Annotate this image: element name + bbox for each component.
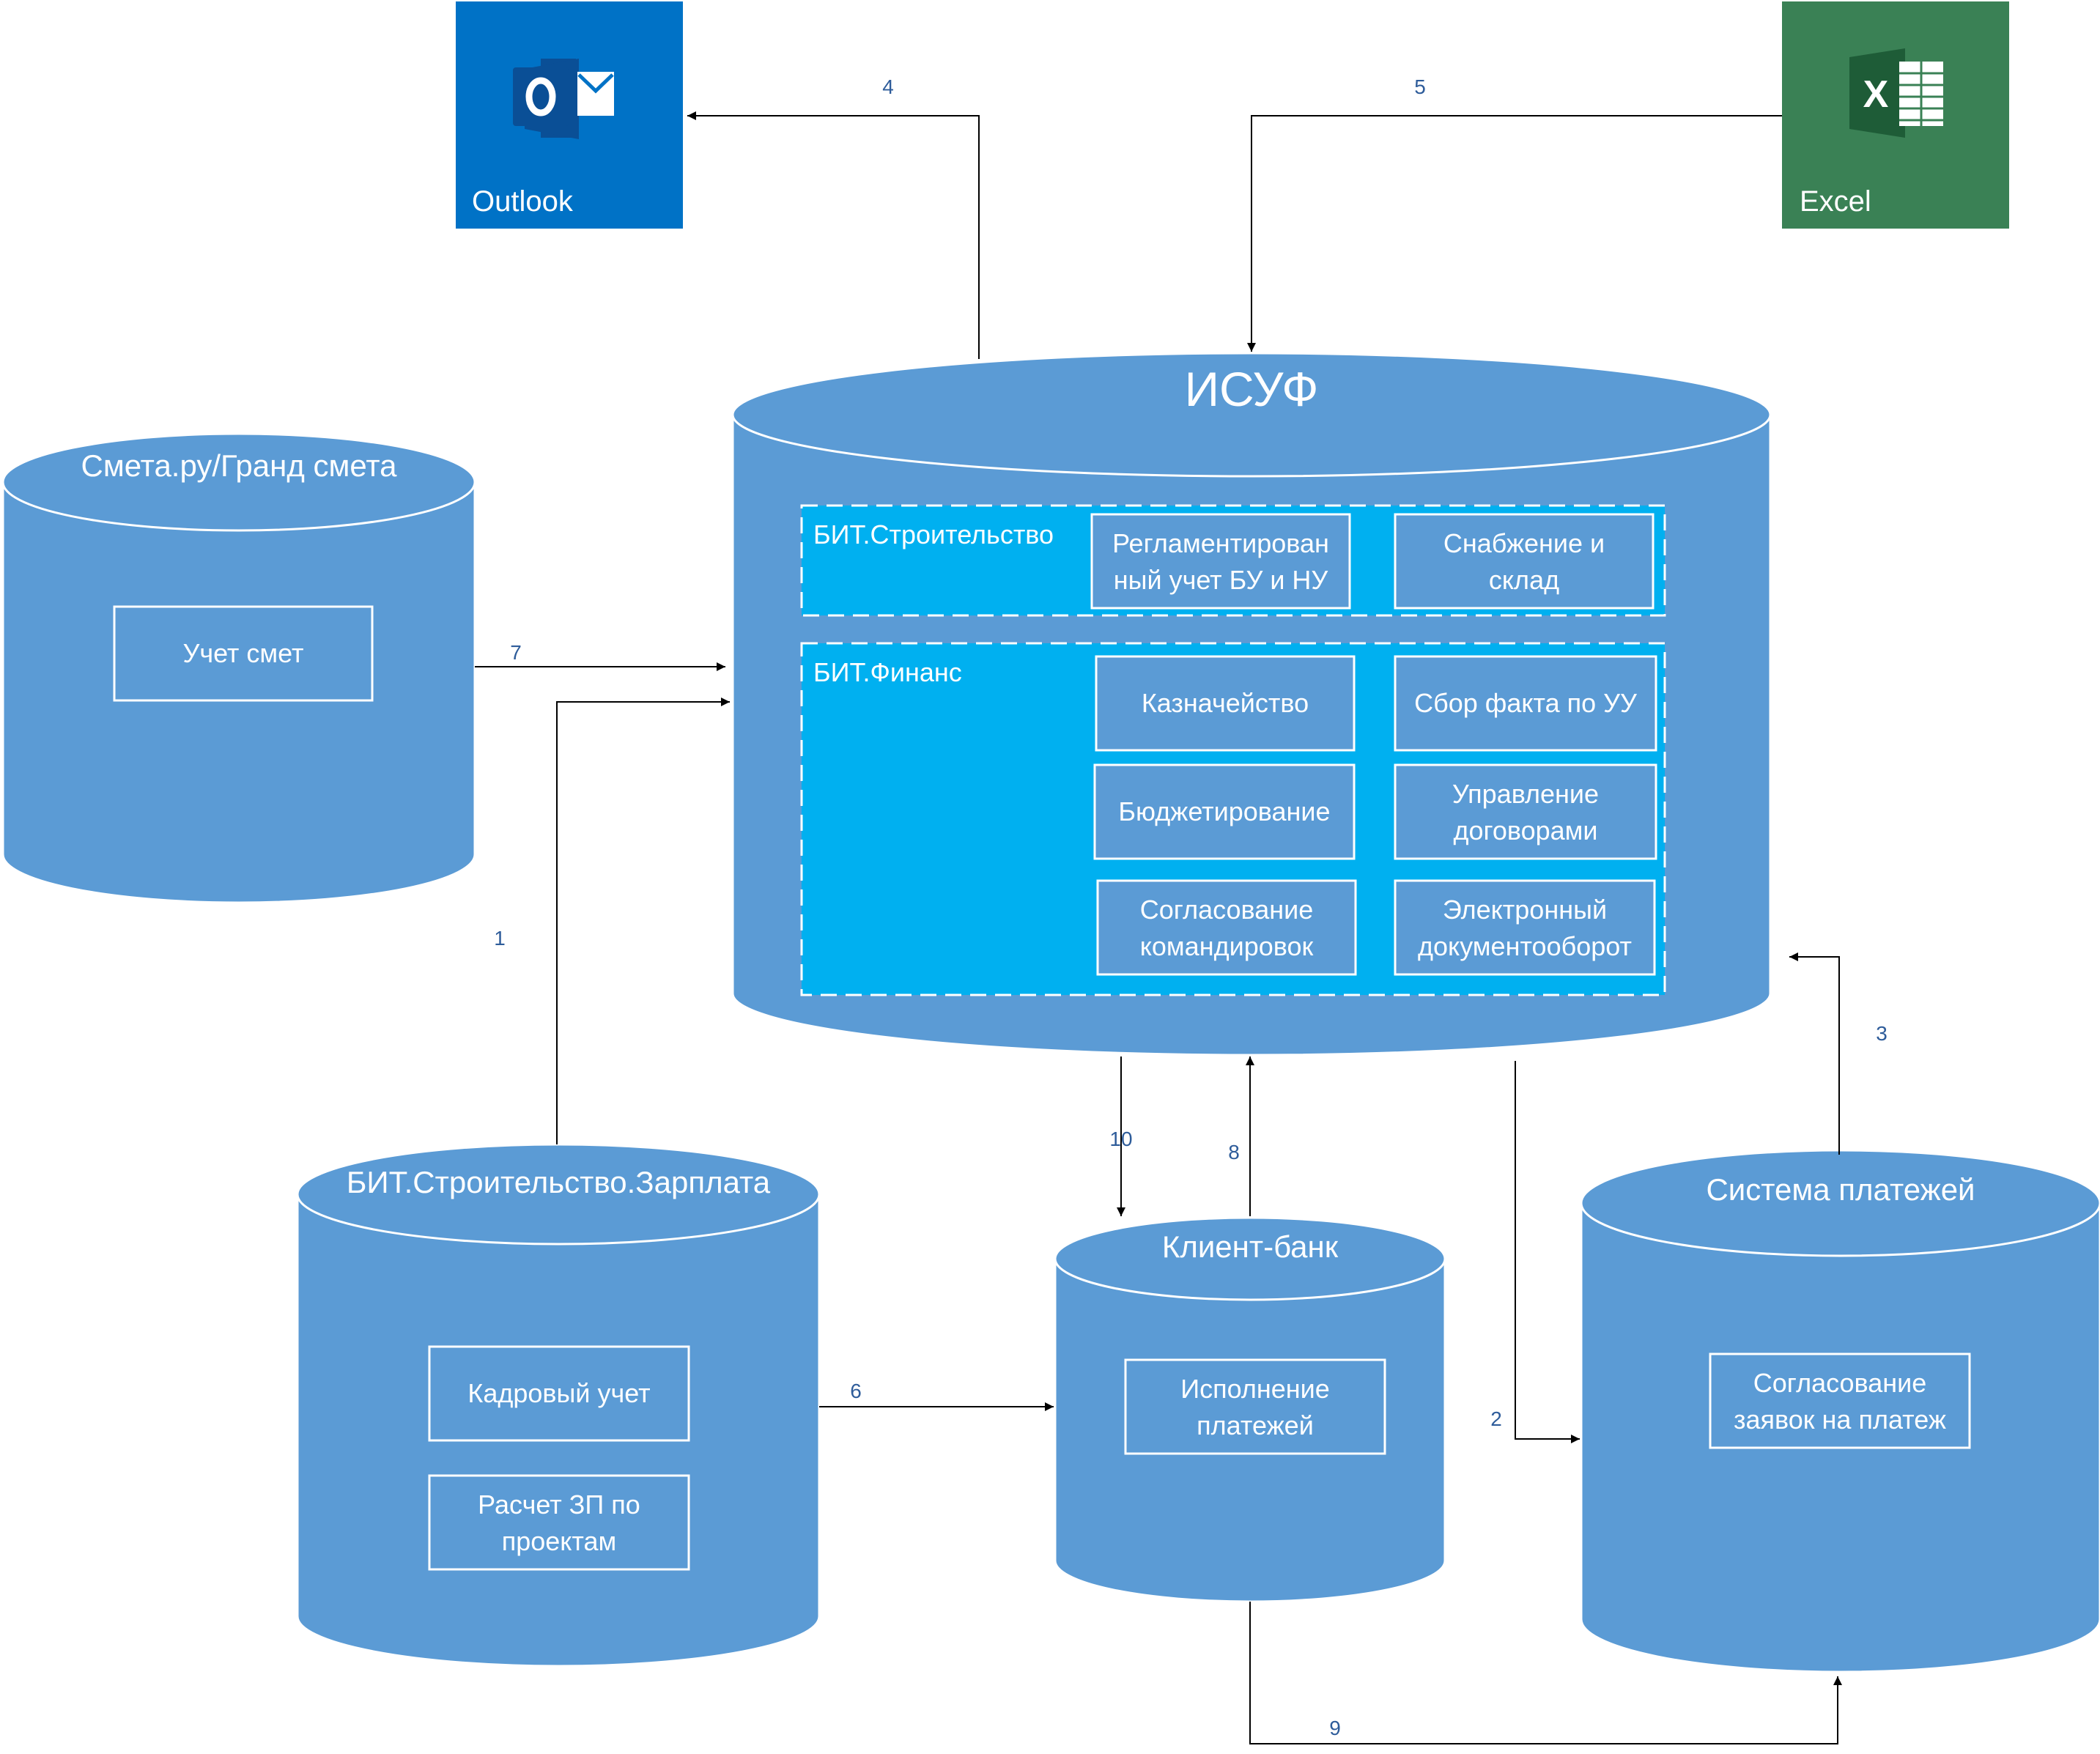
connector-5 bbox=[1247, 115, 1782, 352]
svg-text:X: X bbox=[1863, 73, 1889, 116]
module-box-payments-exec bbox=[1124, 1358, 1386, 1455]
flow-number: 5 bbox=[1414, 75, 1426, 98]
module-label: Сбор факта по УУ bbox=[1414, 688, 1638, 718]
module-box-contracts bbox=[1394, 763, 1657, 860]
module-label: Казначейство bbox=[1142, 688, 1309, 718]
module-label: Учет смет bbox=[182, 638, 303, 668]
module-box-trips bbox=[1096, 879, 1357, 976]
salary-title: БИТ.Строительство.Зарплата bbox=[347, 1165, 771, 1199]
module-box-hr bbox=[428, 1345, 690, 1442]
flow-number: 10 bbox=[1109, 1128, 1132, 1150]
connector-4 bbox=[687, 111, 980, 359]
excel-sheet-icon: X bbox=[1849, 48, 1943, 138]
module-box-salary-calc bbox=[428, 1474, 690, 1571]
module-box-approval bbox=[1709, 1352, 1971, 1449]
flow-number: 1 bbox=[494, 927, 506, 950]
smeta-title: Смета.ру/Гранд смета bbox=[81, 448, 398, 483]
module-box-edo bbox=[1394, 879, 1656, 976]
finance-group-title: БИТ.Финанс bbox=[813, 657, 962, 687]
module-box-estimates bbox=[113, 605, 374, 702]
payments-title: Система платежей bbox=[1706, 1172, 1975, 1207]
flow-number: 3 bbox=[1876, 1022, 1888, 1045]
module-label: Кадровый учет bbox=[467, 1378, 650, 1408]
flow-number: 4 bbox=[882, 75, 894, 98]
connector-3 bbox=[1789, 952, 1840, 1155]
outlook-mail-icon bbox=[513, 59, 614, 139]
connector-9 bbox=[1249, 1602, 1842, 1744]
flow-number: 6 bbox=[850, 1380, 862, 1402]
module-label: Бюджетирование bbox=[1118, 796, 1330, 826]
outlook-label: Outlook bbox=[472, 185, 574, 218]
flow-number: 2 bbox=[1490, 1407, 1502, 1430]
excel-label: Excel bbox=[1800, 185, 1871, 218]
bank-title: Клиент-банк bbox=[1162, 1229, 1339, 1264]
isuf-title: ИСУФ bbox=[1185, 362, 1319, 416]
flow-number: 9 bbox=[1329, 1717, 1341, 1739]
module-box-regulated-accounting bbox=[1090, 513, 1351, 610]
module-box-fact-collection bbox=[1394, 655, 1657, 752]
flow-number: 8 bbox=[1228, 1141, 1240, 1163]
connector-1 bbox=[556, 697, 730, 1144]
construction-group-title: БИТ.Строительство bbox=[813, 519, 1054, 549]
module-box-supply bbox=[1394, 513, 1655, 610]
module-box-budgeting bbox=[1093, 763, 1356, 860]
module-box-treasury bbox=[1095, 655, 1356, 752]
flow-number: 7 bbox=[510, 641, 522, 664]
excel-tile[interactable]: X bbox=[1782, 1, 2009, 229]
connector-2 bbox=[1515, 1061, 1580, 1443]
outlook-tile[interactable] bbox=[456, 1, 683, 229]
